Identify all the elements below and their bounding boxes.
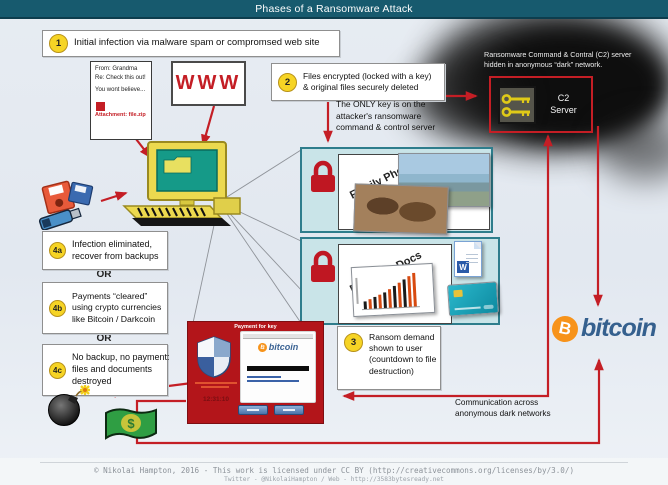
step-4a-badge: 4a [49, 242, 66, 259]
email-from: From: Grandma [95, 66, 138, 72]
attachment-icon [96, 102, 105, 112]
lock-icon [311, 160, 335, 192]
malware-email-note: From: Grandma Re: Check this out! You wo… [90, 61, 152, 140]
bitcoin-icon: B [549, 313, 581, 344]
step-3-label: Ransom demand shown to user (countdown t… [369, 332, 437, 376]
step-4a-label: Infection eliminated, recover from backu… [72, 238, 159, 261]
dark-network-cloud-wisp2 [600, 120, 668, 180]
floppy-disk-icon [41, 180, 76, 215]
communication-label: Communication across anonymous dark netw… [455, 398, 551, 418]
compromised-website-box: WWW [171, 61, 246, 106]
svg-text:$: $ [127, 416, 135, 431]
step-4b-label: Payments “cleared” using crypto currenci… [72, 291, 162, 324]
usb-drive-icon [38, 207, 82, 230]
ransom-back-button [238, 405, 268, 415]
step-2-badge: 2 [278, 72, 297, 92]
email-subject: Re: Check this out! [95, 74, 146, 81]
bitcoin-icon: B [256, 341, 268, 353]
address-bar [247, 366, 309, 371]
c2-caption: Ransomware Command & Contral (C2) server… [484, 50, 632, 69]
ransom-window: Payment for key 12:31:10 B bitcoin [188, 322, 323, 423]
step-1-badge: 1 [49, 34, 68, 53]
mini-toolbar [243, 334, 313, 339]
ransom-text-line [195, 382, 237, 384]
step-4c-badge: 4c [49, 361, 66, 379]
shield-icon [197, 336, 231, 378]
family-photos-box: Family Photos [300, 147, 493, 235]
step-4b-box: 4b Payments “cleared” using crypto curre… [42, 282, 168, 334]
chart-thumbnail [350, 262, 436, 318]
floppy-disk-icon-blue [68, 181, 94, 206]
ransom-countdown: 12:31:10 [202, 396, 230, 403]
page-title: Phases of a Ransomware Attack [255, 2, 413, 15]
title-bar: Phases of a Ransomware Attack [0, 0, 668, 19]
email-attachment: Attachment: file.zip [95, 112, 146, 119]
or-label-2: OR [96, 333, 112, 344]
bomb-icon [48, 385, 90, 426]
photo-thumbnail-pets [353, 183, 449, 235]
bitcoin-wordmark: bitcoin [581, 314, 657, 342]
c2-server-label: C2 Server [550, 92, 577, 115]
bitcoin-logo-small: B bitcoin [241, 341, 315, 353]
bitcoin-logo: B bitcoin [549, 313, 657, 344]
bitcoin-wordmark-small: bitcoin [268, 342, 299, 352]
ransom-window-title: Payment for key [234, 324, 277, 330]
step-2-box: 2 Files encrypted (locked with a key) & … [271, 63, 445, 101]
address-text-line [247, 376, 281, 378]
footer-contact: Twitter - @NikolaiHampton / Web - http:/… [224, 476, 444, 483]
step-3-badge: 3 [344, 333, 363, 352]
step-4b-badge: 4b [49, 299, 66, 317]
c2-server-box: C2 Server [489, 76, 593, 133]
step-1-label: Initial infection via malware spam or co… [74, 37, 320, 49]
credit-card-icon [446, 281, 500, 317]
step-3-box: 3 Ransom demand shown to user (countdown… [337, 326, 441, 390]
step-4c-label: No backup, no payment: files and documen… [72, 352, 170, 386]
computer-icon [122, 141, 241, 226]
word-doc-icon: W [454, 241, 482, 277]
footer: © Nikolai Hampton, 2016 - This work is l… [0, 458, 668, 485]
backup-media-icons [38, 180, 94, 230]
footer-license: © Nikolai Hampton, 2016 - This work is l… [93, 466, 575, 475]
money-icon: $ [105, 408, 157, 440]
payment-panel: B bitcoin [240, 331, 316, 403]
step-2-label: Files encrypted (locked with a key) & or… [303, 71, 432, 92]
address-text-line [247, 380, 299, 382]
only-key-note: The ONLY key is on the attacker's ransom… [336, 99, 436, 133]
keys-panel [498, 85, 536, 124]
footer-divider [40, 462, 628, 463]
business-docs-box: Business Docs W [300, 237, 500, 325]
ransom-next-button [274, 405, 304, 415]
or-label-1: OR [96, 269, 112, 280]
lock-icon [311, 250, 335, 282]
step-4a-box: 4a Infection eliminated, recover from ba… [42, 231, 168, 270]
key-icon [501, 93, 530, 117]
ransom-text-line [201, 386, 229, 388]
step-1-box: 1 Initial infection via malware spam or … [42, 30, 340, 57]
email-body: You wont believe... [95, 87, 146, 94]
www-label: WWW [175, 72, 242, 94]
